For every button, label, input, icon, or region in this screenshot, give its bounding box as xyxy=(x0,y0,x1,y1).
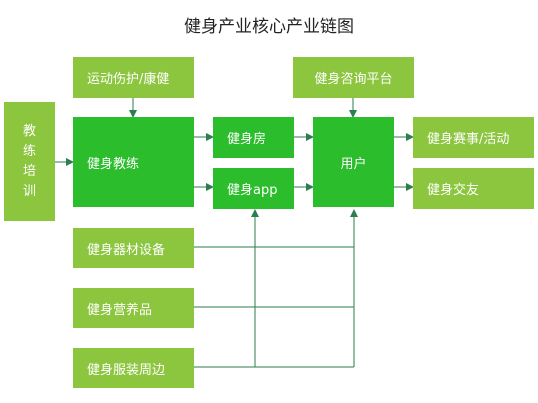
node-user: 用户 xyxy=(313,117,394,207)
node-equipment: 健身器材设备 xyxy=(73,228,194,268)
node-coach-training: 教练培训 xyxy=(4,102,55,221)
node-events: 健身赛事/活动 xyxy=(413,117,534,158)
node-coach-training-label: 教练培训 xyxy=(22,123,36,199)
diagram-title: 健身产业核心产业链图 xyxy=(184,17,354,37)
node-fitness-coach: 健身教练 xyxy=(73,117,194,207)
node-sports-injury: 运动伤护/康健 xyxy=(73,57,194,98)
node-gym: 健身房 xyxy=(213,117,294,158)
node-nutrition: 健身营养品 xyxy=(73,288,194,328)
node-consult-platform: 健身咨询平台 xyxy=(293,57,414,98)
node-fitness-app: 健身app xyxy=(213,168,294,209)
node-apparel: 健身服装周边 xyxy=(73,348,194,388)
node-social: 健身交友 xyxy=(413,168,534,209)
